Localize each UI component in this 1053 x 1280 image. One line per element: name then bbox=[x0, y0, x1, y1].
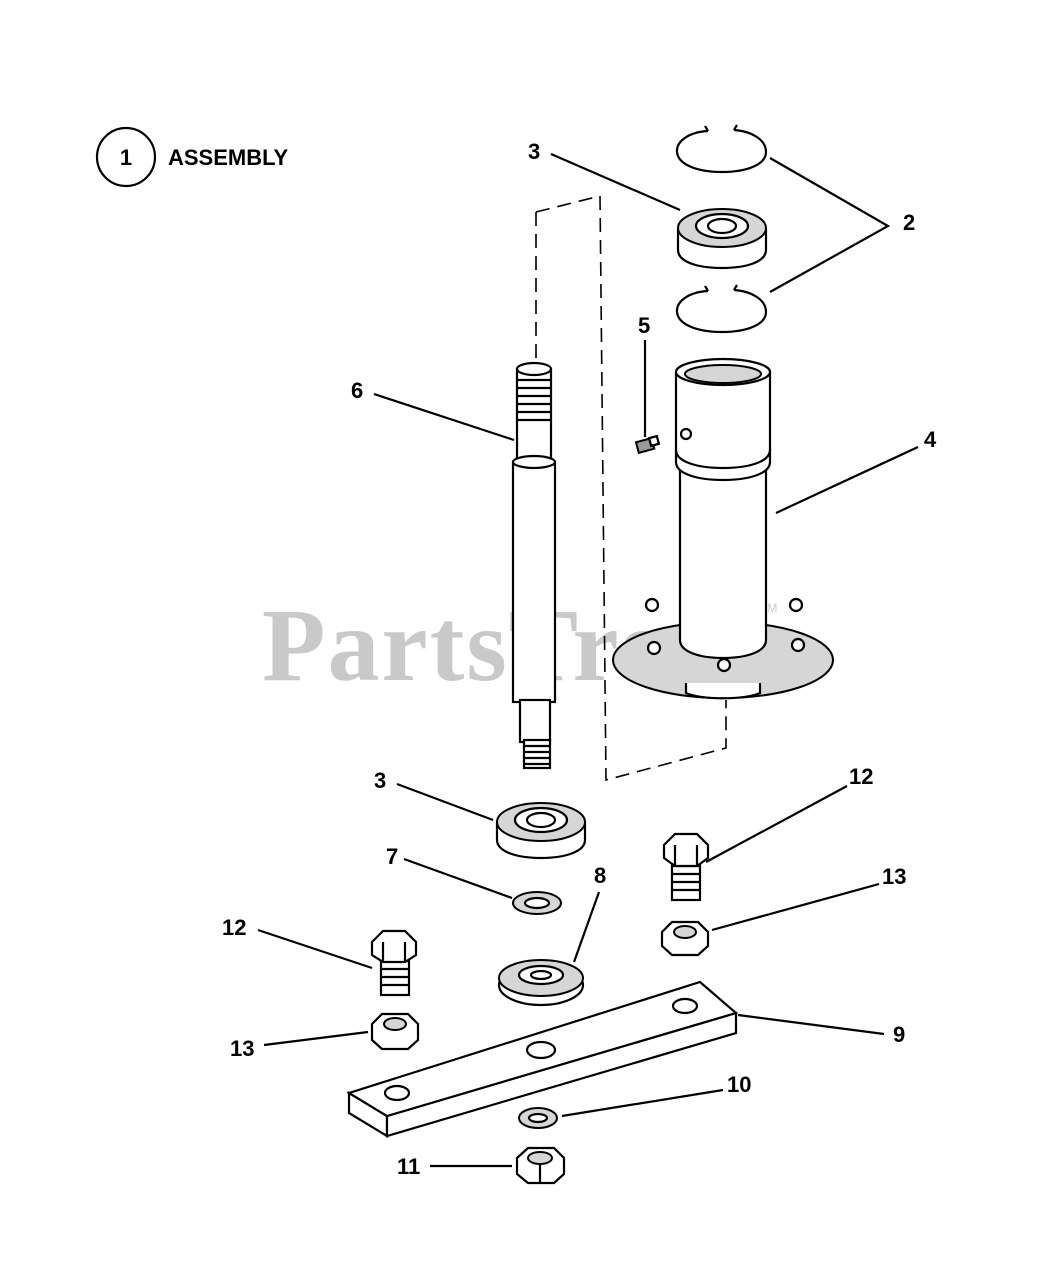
callout-12-left: 12 bbox=[222, 915, 246, 940]
washer-10 bbox=[518, 1107, 558, 1129]
nut-11 bbox=[515, 1146, 566, 1185]
callout-5: 5 bbox=[638, 313, 650, 338]
leader-lines bbox=[257, 152, 919, 1168]
nut-13-right bbox=[660, 920, 710, 957]
index-circle bbox=[95, 126, 157, 188]
spindle-shaft bbox=[511, 361, 557, 770]
callout-3-upper: 3 bbox=[528, 139, 540, 164]
callout-labels: 2 3 5 6 4 3 12 7 8 13 12 9 13 10 11 bbox=[222, 139, 937, 1179]
hub-washer-8 bbox=[497, 959, 585, 1007]
grease-fitting bbox=[634, 434, 661, 455]
callout-2: 2 bbox=[903, 210, 915, 235]
nut-13-left bbox=[370, 1012, 420, 1051]
blade-9 bbox=[346, 980, 739, 1138]
spindle-housing bbox=[612, 357, 834, 700]
bolt-12-left bbox=[370, 929, 418, 997]
index-number: 1 bbox=[120, 145, 132, 170]
callout-11: 11 bbox=[397, 1154, 420, 1179]
callout-10: 10 bbox=[727, 1072, 751, 1097]
callout-12-right: 12 bbox=[849, 764, 873, 789]
retaining-ring-top bbox=[675, 124, 768, 174]
bearing-lower bbox=[495, 802, 587, 860]
bolt-12-right bbox=[662, 832, 710, 902]
assembly-header: 1 ASSEMBLY bbox=[95, 126, 289, 188]
callout-4: 4 bbox=[924, 427, 937, 452]
washer-7 bbox=[512, 891, 562, 915]
group-outline-right bbox=[535, 194, 727, 782]
callout-9: 9 bbox=[893, 1022, 905, 1047]
callout-13-right: 13 bbox=[882, 864, 906, 889]
bearing-upper bbox=[676, 208, 768, 270]
callout-6: 6 bbox=[351, 378, 363, 403]
assembly-title: ASSEMBLY bbox=[168, 145, 289, 170]
callout-13-left: 13 bbox=[230, 1036, 254, 1061]
retaining-ring-lower bbox=[675, 284, 768, 334]
callout-3-lower: 3 bbox=[374, 768, 386, 793]
callout-8: 8 bbox=[594, 863, 606, 888]
callout-7: 7 bbox=[386, 844, 398, 869]
